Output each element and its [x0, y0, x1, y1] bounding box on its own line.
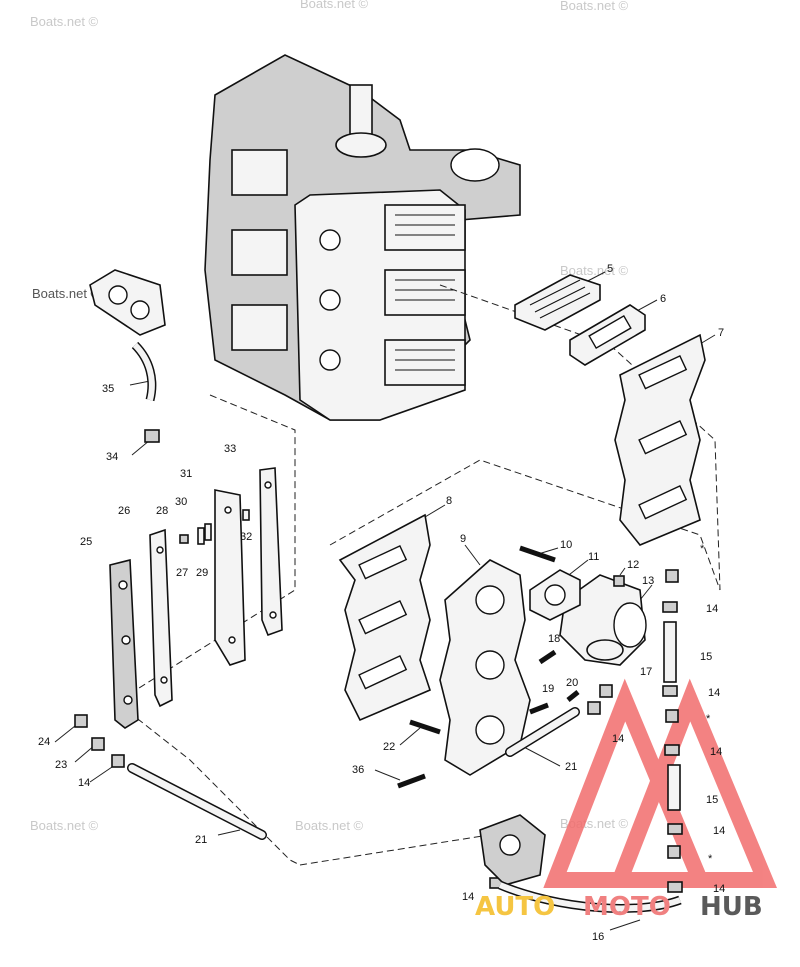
callout-35: 35	[102, 383, 114, 395]
callout-14: 14	[462, 891, 474, 903]
engine-block	[204, 54, 521, 421]
callout-8: 8	[446, 495, 452, 507]
callout-29: 29	[196, 567, 208, 579]
part-35-hose	[131, 341, 157, 402]
callout-34: 34	[106, 451, 118, 463]
part-16-hose-inner	[498, 882, 682, 912]
logo-triangle-mark	[543, 678, 777, 888]
part-flange-cover	[89, 269, 166, 336]
part-21-hose	[127, 707, 580, 840]
part-13-carburetor	[559, 574, 647, 666]
callout-labels: 5 6 7 8 9 10 11 12 13 14 14 14 14 14 14 …	[38, 263, 725, 943]
callout-21: 21	[565, 761, 577, 773]
callout-10: 10	[560, 539, 572, 551]
part-8-gasket	[338, 513, 431, 722]
callout-20: 20	[566, 677, 578, 689]
watermark-text: Boats.net ©	[560, 0, 629, 13]
callout-asterisk: *	[708, 853, 713, 865]
part-11-gasket	[529, 569, 581, 621]
callout-24: 24	[38, 736, 50, 748]
part-thermostat-housing	[479, 814, 546, 886]
small-parts-27-30	[74, 509, 250, 768]
part-34-fitting	[144, 429, 160, 443]
watermark-text: Boats.net ©	[295, 818, 364, 833]
part-7-gasket	[614, 333, 706, 546]
callout-5: 5	[607, 263, 613, 275]
callout-14: 14	[706, 603, 718, 615]
callout-19: 19	[542, 683, 554, 695]
watermark-text: Boats.net ©	[30, 818, 99, 833]
watermark-text: Boats.net ©	[32, 286, 101, 301]
callout-9: 9	[460, 533, 466, 545]
watermark-layer: Boats.net © Boats.net © Boats.net © Boat…	[30, 0, 629, 833]
callout-15: 15	[700, 651, 712, 663]
callout-26: 26	[118, 505, 130, 517]
logo-text-auto: AUTO	[475, 892, 555, 922]
part-9-intake-manifold	[439, 559, 531, 776]
callout-22: 22	[383, 741, 395, 753]
callout-36: 36	[352, 764, 364, 776]
part-6-gasket	[569, 304, 646, 366]
callout-33: 33	[224, 443, 236, 455]
watermark-text: Boats.net ©	[300, 0, 369, 11]
callout-31: 31	[180, 468, 192, 480]
callout-21: 21	[195, 834, 207, 846]
callout-15: 15	[706, 794, 718, 806]
part-26-gasket	[149, 528, 173, 708]
automotohub-logo: AUTO MOTO HUB	[475, 892, 763, 922]
logo-text-hub: HUB	[700, 892, 763, 922]
part-15-hose-lower	[667, 764, 681, 811]
part-33-gasket	[259, 467, 283, 637]
callout-16: 16	[592, 931, 604, 943]
watermark-text: Boats.net ©	[560, 263, 629, 278]
callout-14: 14	[708, 687, 720, 699]
callout-14: 14	[710, 746, 722, 758]
watermark-text: Boats.net ©	[30, 14, 99, 29]
callout-asterisk: *	[706, 713, 711, 725]
callout-18: 18	[548, 633, 560, 645]
callout-17: 17	[640, 666, 652, 678]
callout-25: 25	[80, 536, 92, 548]
logo-text-moto: MOTO	[583, 892, 671, 922]
part-5-reed-plate	[514, 274, 601, 331]
callout-13: 13	[642, 575, 654, 587]
callout-30: 30	[175, 496, 187, 508]
part-15-hose-upper	[663, 621, 677, 683]
callout-14: 14	[713, 825, 725, 837]
callout-14: 14	[713, 883, 725, 895]
callout-6: 6	[660, 293, 666, 305]
callout-7: 7	[718, 327, 724, 339]
callout-12: 12	[627, 559, 639, 571]
fasteners	[397, 545, 625, 789]
callout-28: 28	[156, 505, 168, 517]
callout-27: 27	[176, 567, 188, 579]
part-14-clamps	[489, 569, 683, 893]
part-25-cover-plate	[109, 558, 139, 729]
callout-11: 11	[588, 551, 599, 563]
part-31-cover	[214, 489, 246, 666]
callout-14: 14	[78, 777, 90, 789]
callout-14: 14	[612, 733, 624, 745]
callout-32: 32	[240, 531, 252, 543]
callout-23: 23	[55, 759, 67, 771]
callout-asterisk: *	[700, 543, 705, 555]
